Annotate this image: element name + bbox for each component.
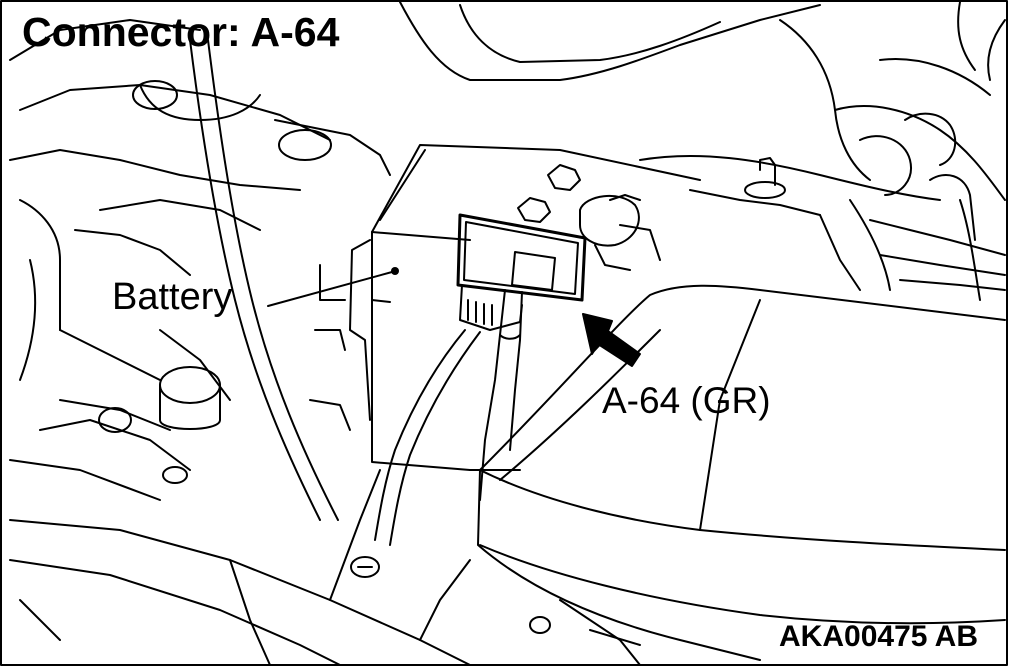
engine-components xyxy=(399,1,1006,241)
diagram-title: Connector: A-64 xyxy=(22,9,340,55)
battery xyxy=(309,144,701,471)
connector-arrow xyxy=(582,313,641,367)
front-panel xyxy=(9,469,471,666)
battery-leader-dot xyxy=(391,267,399,275)
air-cleaner-housing xyxy=(477,284,1006,666)
battery-leader-line xyxy=(267,271,393,307)
right-side-components xyxy=(689,157,1006,301)
connector-callout-label: A-64 (GR) xyxy=(602,380,771,421)
figure-identifier: AKA00475 AB xyxy=(779,620,978,653)
left-body-structure xyxy=(9,19,391,521)
connector-a64 xyxy=(374,213,587,546)
battery-callout-label: Battery xyxy=(112,276,233,318)
